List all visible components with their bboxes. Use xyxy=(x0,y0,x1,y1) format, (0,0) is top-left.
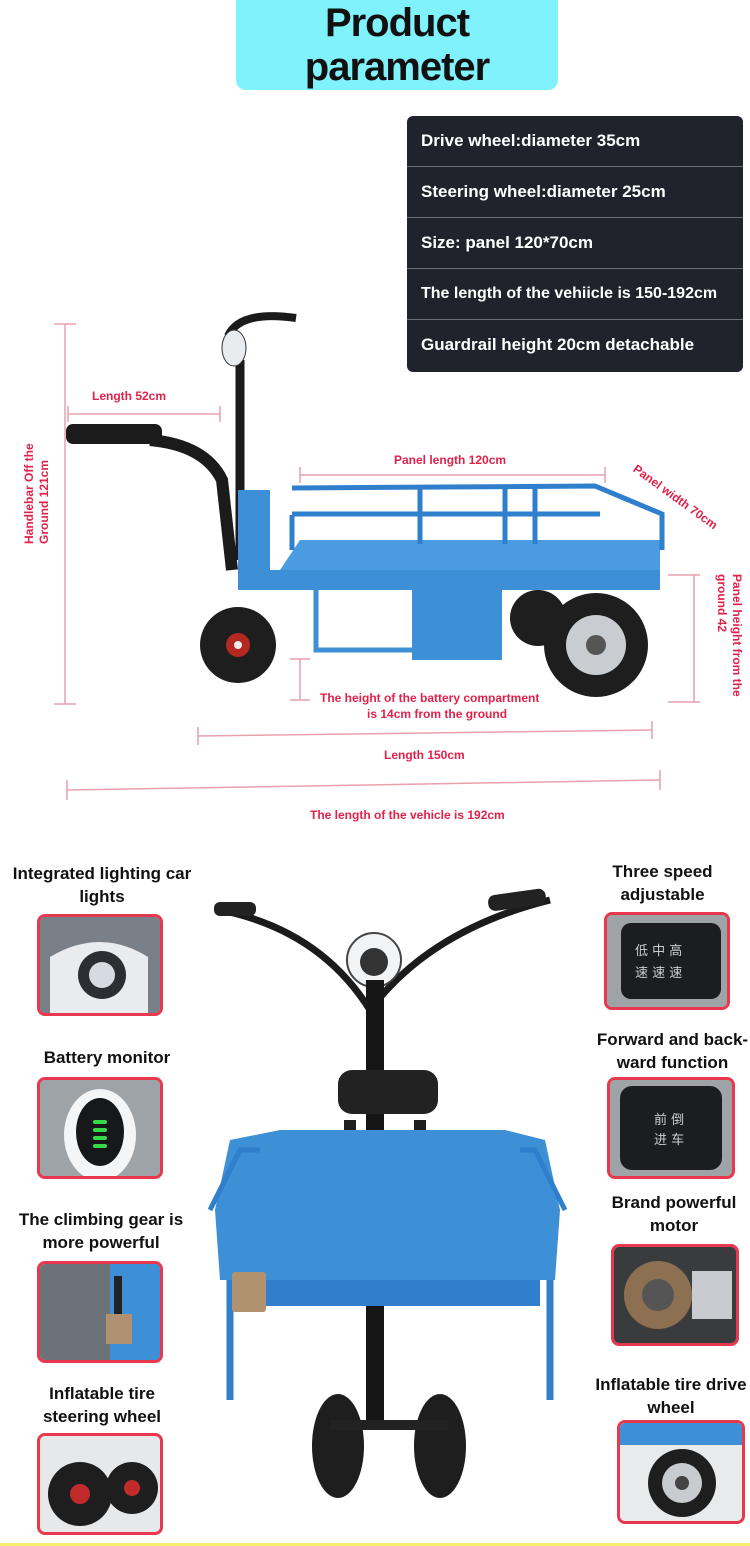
dim-battery-line-1: The height of the battery compartment xyxy=(320,691,540,705)
spec-row: Drive wheel:diameter 35cm xyxy=(407,116,743,167)
dim-length-150: Length 150cm xyxy=(384,748,465,762)
bottom-strip xyxy=(0,1543,750,1546)
tire-icon xyxy=(40,1436,160,1532)
dim-panel-height: Panel height from the ground 42 xyxy=(715,574,744,697)
feature-image-steering-wheel xyxy=(37,1433,163,1535)
svg-text:速 速 速: 速 速 速 xyxy=(635,966,682,981)
dim-length-192: The length of the vehicle is 192cm xyxy=(310,808,505,822)
dim-panel-length: Panel length 120cm xyxy=(394,453,507,467)
battery-icon xyxy=(40,1080,160,1176)
title-line-1: Product xyxy=(324,1,470,45)
gear-lever-icon xyxy=(40,1264,160,1360)
svg-text:低 中 高: 低 中 高 xyxy=(635,943,682,959)
feature-title-forward-backward: Forward and back-ward function xyxy=(596,1030,749,1072)
spec-row: Guardrail height 20cm detachable xyxy=(421,335,695,354)
direction-switch-icon: 前 倒 进 车 xyxy=(610,1080,732,1176)
spec-row: The length of the vehiicle is 150-192cm xyxy=(407,269,743,320)
feature-image-three-speed: 低 中 高 速 速 速 xyxy=(604,912,730,1010)
headlight-icon xyxy=(40,917,160,1013)
drive-wheel-icon xyxy=(620,1423,742,1521)
svg-text:前 倒: 前 倒 xyxy=(654,1112,684,1128)
dim-length-52: Length 52cm xyxy=(92,389,167,403)
feature-image-motor xyxy=(611,1244,739,1346)
feature-title-steering-wheel: Inflatable tire steering wheel xyxy=(42,1384,162,1426)
spec-row: Size: panel 120*70cm xyxy=(407,218,743,269)
page-title: Product parameter xyxy=(236,0,558,90)
feature-image-battery xyxy=(37,1077,163,1179)
svg-text:进 车: 进 车 xyxy=(654,1132,684,1148)
cart-side-view xyxy=(54,312,700,800)
dimension-lines xyxy=(54,323,700,800)
spec-row: Steering wheel:diameter 25cm xyxy=(407,167,743,218)
feature-image-climbing-gear xyxy=(37,1261,163,1363)
feature-image-drive-wheel xyxy=(617,1420,745,1524)
spec-panel: Drive wheel:diameter 35cm Steering wheel… xyxy=(407,116,743,372)
feature-title-lighting: Integrated lighting car lights xyxy=(12,864,192,906)
feature-title-climbing-gear: The climbing gear is more powerful xyxy=(18,1210,184,1252)
speed-switch-icon: 低 中 高 速 速 速 xyxy=(607,915,727,1007)
dim-battery-line-2: is 14cm from the ground xyxy=(367,707,508,721)
feature-title-drive-wheel: Inflatable tire drive wheel xyxy=(595,1375,747,1417)
feature-image-forward-backward: 前 倒 进 车 xyxy=(607,1077,735,1179)
feature-title-battery: Battery monitor xyxy=(43,1048,171,1067)
motor-icon xyxy=(614,1247,736,1343)
dim-handlebar: Handlebar Off the Ground 121cm xyxy=(22,443,51,544)
title-line-2: parameter xyxy=(304,45,490,89)
feature-title-motor: Brand powerful motor xyxy=(611,1193,737,1235)
feature-title-three-speed: Three speed adjustable xyxy=(612,862,713,904)
feature-image-lighting xyxy=(37,914,163,1016)
cart-front-view xyxy=(207,888,568,1498)
